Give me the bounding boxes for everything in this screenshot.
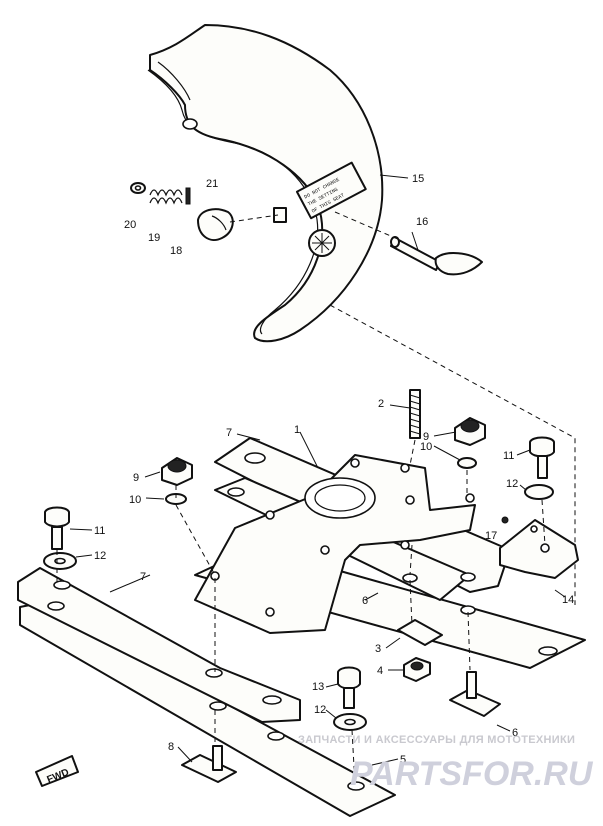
callout-4: 4 <box>377 665 383 677</box>
callout-18: 18 <box>170 245 182 257</box>
callout-17: 17 <box>485 530 497 542</box>
callout-13: 13 <box>312 681 324 693</box>
forward-arrow-icon: FWD <box>35 755 79 787</box>
latch-hardware <box>130 182 234 241</box>
bolt-11-right <box>529 436 555 479</box>
nut-17 <box>501 516 509 524</box>
callout-12-right: 12 <box>506 478 518 490</box>
plate-5 <box>19 602 396 817</box>
callout-8: 8 <box>168 741 174 753</box>
callout-5: 5 <box>400 754 406 766</box>
nut-9-left <box>161 457 193 486</box>
warning-decal: DO NOT CHANGE THE SETTING OF THIS SEAT <box>295 161 367 220</box>
bolt-13 <box>337 666 361 709</box>
callout-20: 20 <box>124 219 136 231</box>
stud-2 <box>409 389 421 439</box>
callout-21: 21 <box>206 178 218 190</box>
callout-1: 1 <box>294 424 300 436</box>
cover-housing: DO NOT CHANGE THE SETTING OF THIS SEAT <box>147 24 384 343</box>
callout-10-left: 10 <box>129 494 141 506</box>
callout-10-right: 10 <box>420 441 432 453</box>
watermark: ЗАПЧАСТИ И АКСЕССУАРЫ ДЛЯ МОТОТЕХНИКИ PA… <box>298 734 594 793</box>
plate-holes <box>47 452 558 791</box>
callout-15: 15 <box>412 173 424 185</box>
callout-19: 19 <box>148 232 160 244</box>
pin-21 <box>185 187 191 205</box>
spring-19 <box>149 189 183 205</box>
bolt-11-left <box>44 506 70 550</box>
callout-9-right: 9 <box>423 431 429 443</box>
bracket-14 <box>499 519 579 579</box>
nut-9-right <box>454 417 486 446</box>
callout-12-bottom: 12 <box>314 704 326 716</box>
callout-6-stud: 6 <box>512 727 518 739</box>
callout-16: 16 <box>416 216 428 228</box>
watermark-tagline: ЗАПЧАСТИ И АКСЕССУАРЫ ДЛЯ МОТОТЕХНИКИ <box>298 734 575 746</box>
callout-7-upper: 7 <box>226 427 232 439</box>
callout-11-left: 11 <box>94 525 105 537</box>
callout-3: 3 <box>375 643 381 655</box>
clip-3 <box>397 619 443 646</box>
stud-plate-8 <box>181 745 237 783</box>
leader-lines <box>69 174 566 766</box>
cover-mount-hole <box>182 118 198 130</box>
callout-labels: 15 16 21 20 19 18 2 1 7 9 10 11 12 9 10 … <box>94 173 574 766</box>
knob-18 <box>197 208 234 241</box>
washer-12-right <box>524 484 554 500</box>
callout-9-left: 9 <box>133 472 139 484</box>
callout-6-plate: 6 <box>362 595 368 607</box>
washer-10-right <box>457 457 477 469</box>
callout-11-right: 11 <box>503 450 514 462</box>
nut-4 <box>403 657 431 682</box>
callout-2: 2 <box>378 398 384 410</box>
watermark-brand: PARTSFOR.RU <box>350 755 594 793</box>
callout-14: 14 <box>562 594 574 606</box>
hinge-pin-16 <box>390 236 483 276</box>
callout-7-lower: 7 <box>140 571 146 583</box>
callout-12-left: 12 <box>94 550 106 562</box>
stud-plate-6 <box>449 671 501 717</box>
